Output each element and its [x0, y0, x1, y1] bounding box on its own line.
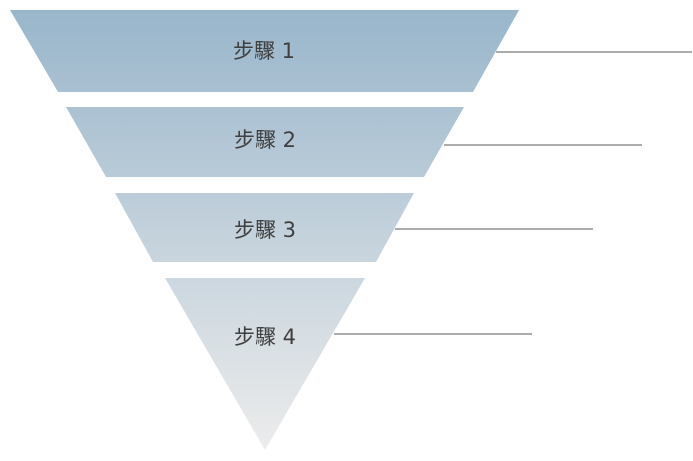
funnel-step-2-shape	[66, 107, 464, 177]
funnel-step-2: 步驟 2	[66, 107, 642, 177]
funnel-step-3-shape	[115, 193, 414, 262]
funnel-step-3-label: 步驟 3	[234, 218, 296, 242]
funnel-step-1-shape	[10, 10, 519, 92]
funnel-step-3: 步驟 3	[115, 193, 593, 262]
funnel-step-1: 步驟 1	[10, 10, 692, 92]
funnel-step-1-label: 步驟 1	[233, 39, 295, 63]
funnel-step-4-label: 步驟 4	[234, 325, 296, 349]
funnel-step-2-label: 步驟 2	[234, 128, 296, 152]
funnel-step-4-shape	[165, 278, 365, 450]
funnel-step-4: 步驟 4	[165, 278, 532, 450]
